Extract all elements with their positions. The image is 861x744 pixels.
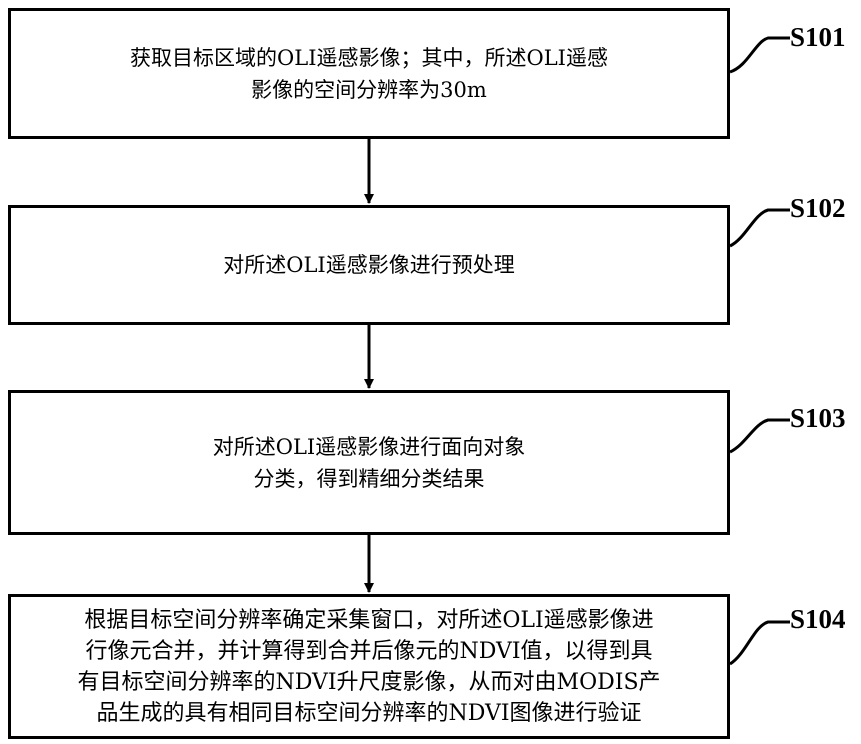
- step-label-s102: S102: [790, 193, 846, 223]
- step-box-s103: 对所述OLI遥感影像进行面向对象 分类，得到精细分类结果: [8, 390, 730, 535]
- leader-curve-s104: [730, 622, 790, 664]
- step-text-line: 对所述OLI遥感影像进行面向对象: [213, 431, 525, 463]
- step-text-line: 根据目标空间分辨率确定采集窗口，对所述OLI遥感影像进: [84, 605, 653, 636]
- step-label-s104: S104: [790, 604, 846, 634]
- leader-curve-s103: [730, 420, 790, 452]
- step-label-s103: S103: [790, 403, 846, 433]
- step-text-line: 对所述OLI遥感影像进行预处理: [223, 249, 514, 281]
- step-text-line: 有目标空间分辨率的NDVI升尺度影像，从而对由MODIS产: [77, 667, 660, 698]
- step-label-s101: S101: [790, 22, 846, 52]
- step-text-line: 获取目标区域的OLI遥感影像；其中，所述OLI遥感: [130, 42, 608, 74]
- step-box-s102: 对所述OLI遥感影像进行预处理: [8, 205, 730, 325]
- step-text-line: 影像的空间分辨率为30m: [251, 74, 487, 106]
- step-text-line: 分类，得到精细分类结果: [254, 463, 485, 495]
- step-text-line: 行像元合并，并计算得到合并后像元的NDVI值，以得到具: [85, 636, 652, 667]
- step-box-s101: 获取目标区域的OLI遥感影像；其中，所述OLI遥感 影像的空间分辨率为30m: [8, 8, 730, 139]
- step-text-line: 品生成的具有相同目标空间分辨率的NDVI图像进行验证: [96, 698, 641, 729]
- step-box-s104: 根据目标空间分辨率确定采集窗口，对所述OLI遥感影像进 行像元合并，并计算得到合…: [8, 594, 730, 739]
- leader-curve-s102: [730, 210, 790, 246]
- leader-curve-s101: [730, 38, 790, 72]
